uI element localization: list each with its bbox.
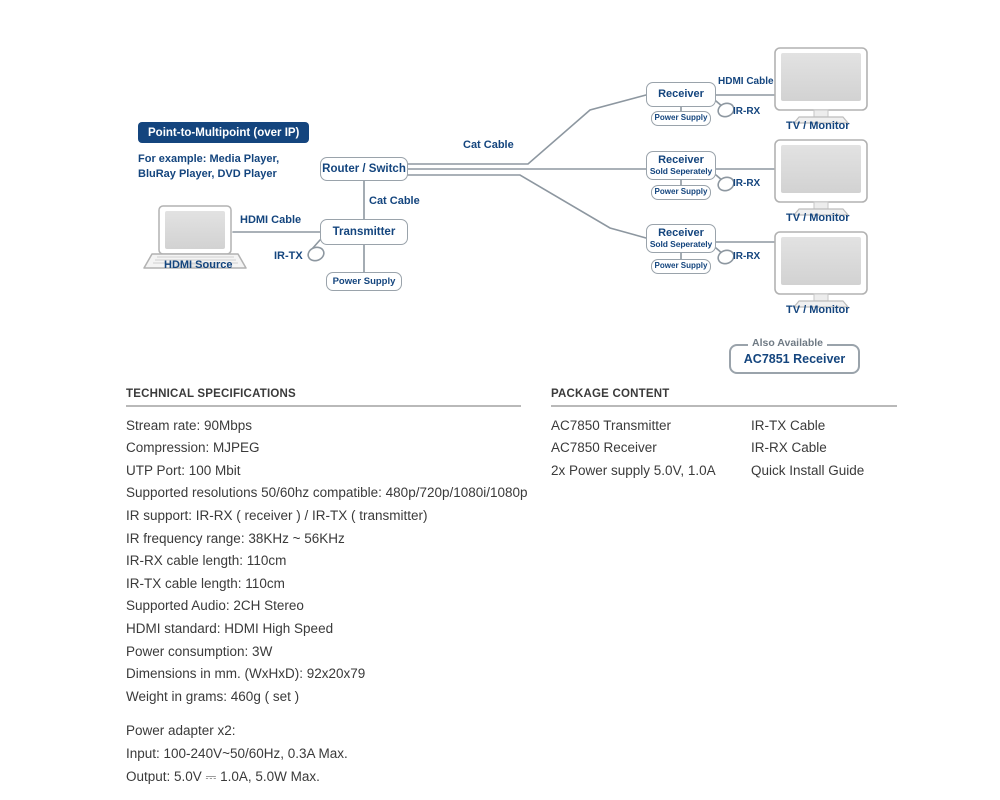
tv-monitor-icon — [774, 231, 868, 308]
node-power-supply-receiver-3: Power Supply — [651, 259, 711, 274]
diagram-connections — [143, 47, 868, 308]
node-transmitter: Transmitter — [320, 219, 408, 245]
node-receiver-label: Receiver — [658, 226, 704, 239]
network-diagram: Point-to-Multipoint (over IP) For exampl… — [0, 0, 1000, 380]
spacer — [126, 708, 521, 720]
package-content-title: PACKAGE CONTENT — [551, 388, 670, 400]
tv-monitor-icon — [774, 139, 868, 216]
power-adapter-line: Output: 5.0V ⎓ 1.0A, 5.0W Max. — [126, 768, 320, 784]
label-ir-rx-2: IR-RX — [733, 178, 761, 189]
package-item-left: AC7850 Receiver — [551, 440, 657, 456]
node-receiver-3: Receiver Sold Seperately — [646, 224, 716, 253]
label-ir-rx-3: IR-RX — [733, 251, 761, 262]
label-hdmi-cable-source: HDMI Cable — [240, 214, 302, 226]
spec-line: IR frequency range: 38KHz ~ 56KHz — [126, 530, 345, 546]
laptop-icon — [143, 205, 247, 269]
technical-specifications-panel: TECHNICAL SPECIFICATIONS Stream rate: 90… — [126, 388, 528, 788]
point-to-multipoint-badge: Point-to-Multipoint (over IP) — [138, 122, 310, 143]
section-divider — [126, 405, 521, 407]
label-ir-rx-1: IR-RX — [733, 106, 761, 117]
label-cat-cable-top: Cat Cable — [463, 139, 514, 151]
node-receiver-1: Receiver — [646, 82, 716, 107]
label-hdmi-source-caption: HDMI Source — [164, 259, 233, 271]
example-sources: For example: Media Player, BluRay Player… — [138, 152, 279, 182]
node-router-switch-label: Router / Switch — [322, 162, 406, 175]
node-receiver-sold-separately: Sold Seperately — [649, 239, 713, 250]
section-divider — [551, 405, 897, 407]
node-receiver-2: Receiver Sold Seperately — [646, 151, 716, 180]
spec-line: Dimensions in mm. (WxHxD): 92x20x79 — [126, 666, 366, 682]
power-adapter-line: Power adapter x2: — [126, 723, 236, 739]
power-adapter-list: Power adapter x2: Input: 100-240V~50/60Hz… — [126, 720, 521, 788]
example-line-1: For example: Media Player, — [138, 153, 280, 165]
label-tv-monitor-1: TV / Monitor — [786, 120, 850, 132]
label-ir-tx: IR-TX — [274, 250, 303, 262]
power-adapter-line: Input: 100-240V~50/60Hz, 0.3A Max. — [126, 745, 348, 761]
spec-line: Compression: MJPEG — [126, 440, 260, 456]
node-power-supply-receiver-2: Power Supply — [651, 185, 711, 200]
label-tv-monitor-3: TV / Monitor — [786, 304, 850, 316]
spec-line: UTP Port: 100 Mbit — [126, 462, 241, 478]
spec-line: Power consumption: 3W — [126, 643, 273, 659]
package-content-panel: PACKAGE CONTENT AC7850 Transmitter IR-TX … — [551, 388, 897, 482]
node-receiver-sold-separately: Sold Seperately — [649, 166, 713, 177]
also-available-model: AC7851 Receiver — [743, 352, 846, 366]
node-power-supply-label: Power Supply — [654, 187, 708, 197]
package-item-left: 2x Power supply 5.0V, 1.0A — [551, 462, 716, 478]
node-receiver-label: Receiver — [658, 87, 704, 100]
package-item-right: IR-TX Cable — [751, 417, 826, 433]
node-power-supply-transmitter: Power Supply — [326, 272, 402, 291]
spec-line: Supported Audio: 2CH Stereo — [126, 598, 304, 614]
spec-line: Supported resolutions 50/60hz compatible… — [126, 485, 528, 501]
node-transmitter-label: Transmitter — [332, 225, 396, 238]
node-power-supply-label: Power Supply — [332, 275, 396, 287]
spec-line: HDMI standard: HDMI High Speed — [126, 620, 334, 636]
node-power-supply-label: Power Supply — [654, 261, 708, 271]
spec-line: Weight in grams: 460g ( set ) — [126, 688, 300, 704]
node-power-supply-receiver-1: Power Supply — [651, 111, 711, 126]
tv-monitor-icon — [774, 47, 868, 124]
node-router-switch: Router / Switch — [320, 157, 408, 181]
node-power-supply-label: Power Supply — [654, 113, 708, 123]
spec-line: IR-TX cable length: 110cm — [126, 575, 285, 591]
node-receiver-label: Receiver — [658, 153, 704, 166]
spec-line: IR support: IR-RX ( receiver ) / IR-TX (… — [126, 507, 428, 523]
label-hdmi-cable-receiver: HDMI Cable — [718, 76, 774, 87]
technical-specifications-title: TECHNICAL SPECIFICATIONS — [126, 388, 296, 400]
also-available-legend: Also Available — [748, 337, 827, 349]
label-tv-monitor-2: TV / Monitor — [786, 212, 850, 224]
package-item-right: IR-RX Cable — [751, 440, 827, 456]
spec-line: IR-RX cable length: 110cm — [126, 553, 287, 569]
package-item-left: AC7850 Transmitter — [551, 417, 672, 433]
label-cat-cable-transmitter: Cat Cable — [369, 195, 420, 207]
package-item-right: Quick Install Guide — [751, 462, 865, 478]
spec-line: Stream rate: 90Mbps — [126, 417, 253, 433]
example-line-2: BluRay Player, DVD Player — [138, 167, 277, 180]
